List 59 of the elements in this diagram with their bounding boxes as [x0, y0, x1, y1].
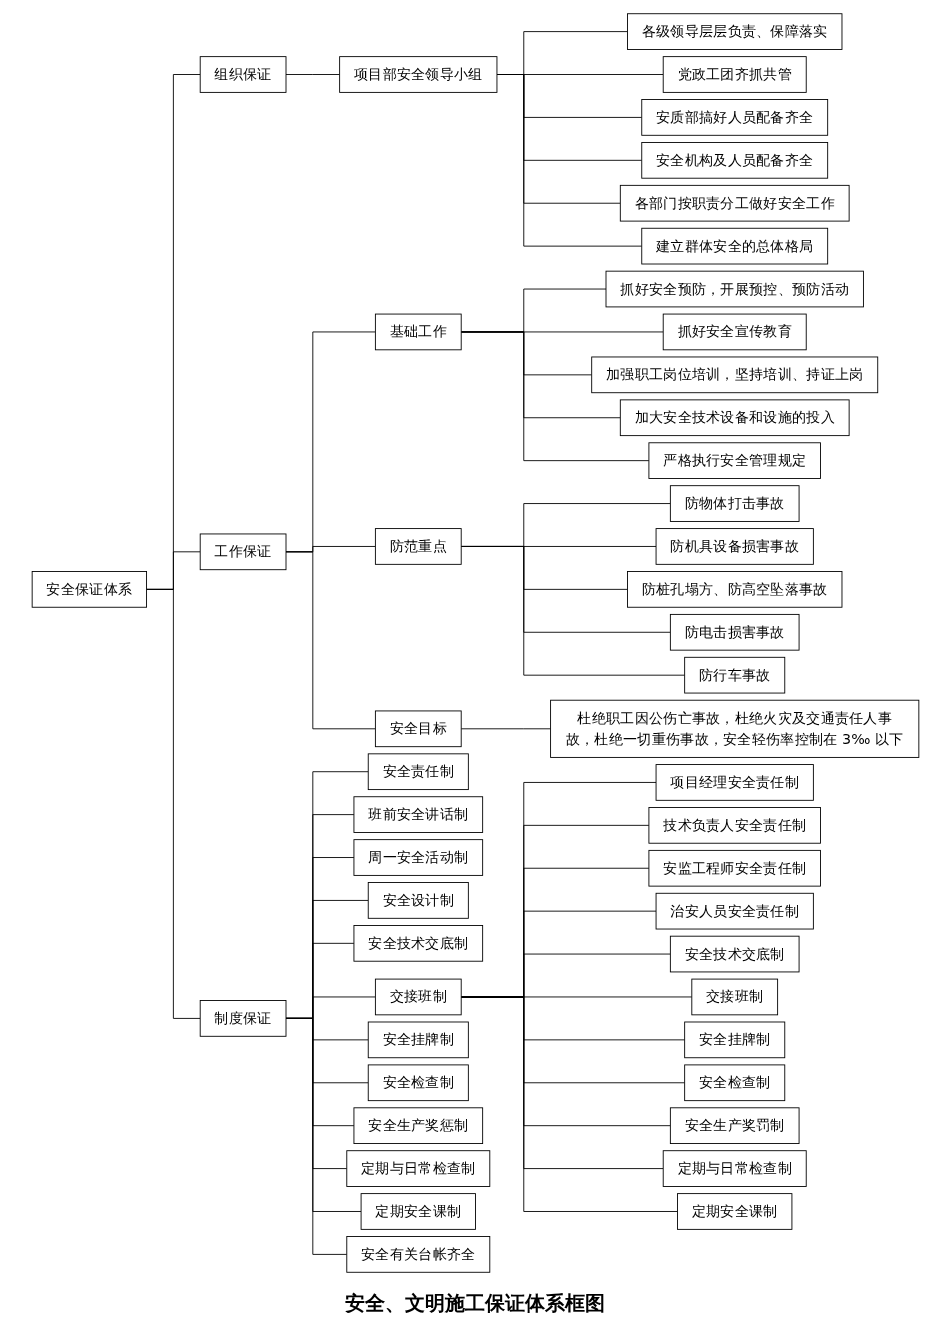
node-box — [605, 270, 864, 308]
node-box — [367, 753, 469, 791]
node-box — [590, 356, 878, 394]
diagram-caption: 安全、文明施工保证体系框图 — [345, 1290, 605, 1317]
node-box — [640, 142, 828, 179]
node-box — [669, 485, 799, 522]
node-box — [345, 1236, 490, 1273]
connector — [145, 588, 201, 1019]
node-box — [353, 796, 483, 833]
node-box — [374, 528, 462, 565]
connector — [460, 331, 649, 462]
node-box — [669, 613, 799, 651]
node-box — [619, 184, 850, 222]
connector — [460, 728, 551, 730]
node-box — [353, 839, 483, 876]
node-box — [683, 1021, 785, 1059]
node-box — [690, 978, 778, 1016]
node-box — [640, 99, 828, 136]
node-box — [199, 56, 286, 93]
connector — [460, 546, 685, 676]
connector — [460, 996, 678, 1212]
node-box — [31, 571, 147, 608]
node-box — [662, 56, 807, 93]
node-box — [199, 1000, 286, 1037]
node-box — [676, 1193, 792, 1230]
node-box — [655, 528, 814, 565]
node-box — [367, 882, 469, 919]
node-box — [647, 849, 821, 887]
node-box — [360, 1193, 476, 1230]
node-box — [662, 1150, 807, 1187]
connector — [285, 74, 340, 75]
node-box — [626, 13, 842, 50]
node-box — [549, 699, 919, 758]
node-box — [619, 399, 850, 437]
node-box — [353, 1107, 483, 1144]
node-box — [669, 935, 799, 973]
node-box — [367, 1064, 469, 1102]
connector — [496, 74, 642, 247]
node-box — [374, 710, 462, 748]
node-box — [669, 1107, 799, 1144]
node-box — [662, 313, 807, 351]
node-box — [199, 533, 286, 571]
connector — [285, 1017, 347, 1255]
node-box — [683, 1064, 785, 1102]
node-box — [655, 764, 814, 801]
node-box — [353, 925, 483, 962]
node-box — [683, 656, 785, 694]
connector — [285, 551, 376, 730]
node-box — [338, 56, 497, 93]
node-box — [345, 1150, 490, 1187]
node-box — [374, 978, 462, 1016]
node-box — [626, 571, 842, 608]
node-box — [655, 892, 814, 930]
node-box — [647, 807, 821, 844]
flowchart: 安全保证体系 组织保证 项目部安全领导小组 各级领导层层负责、保障落实 党政工团齐抓共管 安质部搞好人员配备齐全 安全机构及人员配备齐全 各部门按职责分工做好安全工作 建立群体安全的总体格局 工作保证 基础工作 抓好安全预防，开展预控、预防活动 抓好安全宣传教育 加强职工岗位培训，坚持培训、持证上岗 加大安全技术设备和设施的投入 严格执行安全管理规定 防范重点 防物体打击事故 防机具设备损害事故 防桩孔塌方、防高空坠落事故 防电击损害事故 防行车事故 安全目标 杜绝职工因公伤亡事故，杜绝火灾及交通责任人事故，杜绝一切重伤事故，安全轻伤率控制在 3‰ 以下 制度保证 安全责任制 班前安全讲话制 周一安全活动制 安全设计制 安全技术交底制 交接班制 安全挂牌制 安全检查制 安全生产奖惩制 定期与日常检查制 定期安全课制 安全有关台帐齐全 项目经理安全责任制 技术负责人安全责任制 安监工程师安全责任制 治安人员安全责任制 安全技术交底制 交接班制 安全挂牌制 安全检查制 安全生产奖罚制 定期与日常检查制 定期安全课制 — [24, 6, 926, 1280]
node-box — [374, 313, 462, 351]
node-box — [647, 442, 821, 479]
node-box — [367, 1021, 469, 1059]
node-box — [640, 227, 828, 265]
